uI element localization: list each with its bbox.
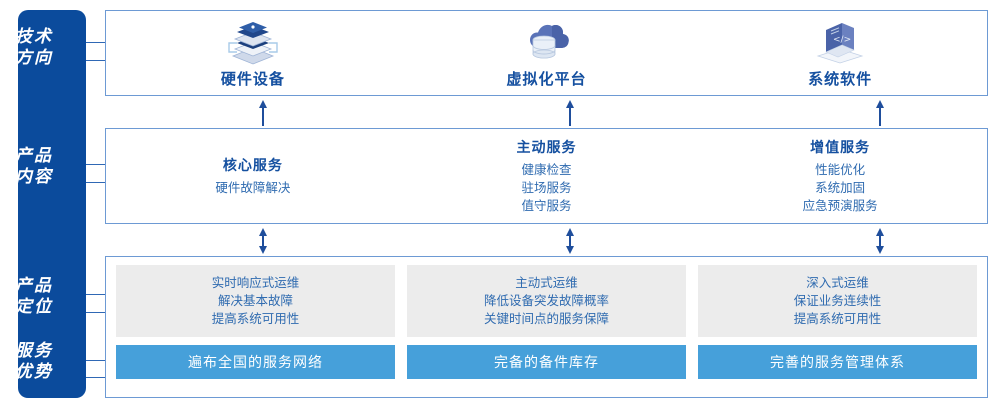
arrow-updown-core-service: [256, 228, 270, 254]
sidebar-label-line-2: 方向: [15, 48, 53, 67]
sidebar-label-line-2: 定位: [15, 297, 53, 316]
positioning-card-line: 主动式运维: [515, 276, 578, 290]
positioning-card-line: 解决基本故障: [217, 294, 293, 308]
sidebar-label-line-1: 服务: [15, 341, 53, 360]
tech-items-row: 硬件设备 虚拟化平台: [106, 11, 987, 95]
product-column-title: 主动服务: [516, 139, 577, 155]
positioning-advantage-panel: 实时响应式运维 解决基本故障 提高系统可用性 主动式运维 降低设备突发故障概率 …: [105, 256, 988, 398]
advantage-bar-management-system[interactable]: 完善的服务管理体系: [698, 345, 977, 379]
tech-item-system-software[interactable]: </> 系统软件: [693, 11, 987, 95]
tech-item-label: 硬件设备: [220, 70, 285, 88]
arrow-up-system-software: [873, 98, 887, 126]
product-column-item: 驻场服务: [521, 181, 572, 195]
product-column-item: 应急预演服务: [802, 199, 878, 213]
product-column-item: 性能优化: [815, 163, 866, 177]
positioning-card-proactive[interactable]: 主动式运维 降低设备突发故障概率 关键时间点的服务保障: [407, 265, 686, 337]
connector-line-advantage-upper: [86, 360, 106, 361]
positioning-card-line: 提高系统可用性: [793, 312, 882, 326]
tech-direction-panel: 硬件设备 虚拟化平台: [105, 10, 988, 96]
sidebar-label-product-position: 产品 定位: [0, 275, 68, 317]
product-column-title: 核心服务: [222, 157, 283, 173]
advantage-bar-spare-parts[interactable]: 完备的备件库存: [407, 345, 686, 379]
product-content-panel: 核心服务 硬件故障解决 主动服务 健康检查 驻场服务 值守服务 增值服务 性能优…: [105, 128, 988, 224]
connector-line-tech-lower: [86, 60, 106, 61]
sidebar-label-product-content: 产品 内容: [0, 145, 68, 187]
connector-line-product-upper: [86, 164, 106, 165]
arrow-up-virtualization: [563, 98, 577, 126]
arrow-updown-proactive-service: [563, 228, 577, 254]
sidebar-label-line-2: 内容: [15, 167, 53, 186]
product-column-item: 系统加固: [815, 181, 866, 195]
positioning-card-line: 实时响应式运维: [211, 276, 300, 290]
connector-line-product-lower: [86, 182, 106, 183]
server-stack-icon: [228, 21, 278, 64]
connector-line-position-upper: [86, 294, 106, 295]
product-column-core-service[interactable]: 核心服务 硬件故障解决: [106, 129, 400, 223]
product-columns-row: 核心服务 硬件故障解决 主动服务 健康检查 驻场服务 值守服务 增值服务 性能优…: [106, 129, 987, 223]
positioning-advantage-inner: 实时响应式运维 解决基本故障 提高系统可用性 主动式运维 降低设备突发故障概率 …: [106, 257, 987, 397]
tech-item-virtualization[interactable]: 虚拟化平台: [400, 11, 694, 95]
advantage-bars-row: 遍布全国的服务网络 完备的备件库存 完善的服务管理体系: [116, 345, 977, 379]
sidebar-label-line-1: 技术: [15, 27, 53, 46]
category-sidebar: [18, 10, 86, 398]
tech-item-label: 系统软件: [808, 70, 873, 88]
arrow-updown-value-added-service: [873, 228, 887, 254]
positioning-card-line: 深入式运维: [806, 276, 869, 290]
positioning-card-realtime[interactable]: 实时响应式运维 解决基本故障 提高系统可用性: [116, 265, 395, 337]
sidebar-label-tech-direction: 技术 方向: [0, 26, 68, 68]
connector-line-tech-upper: [86, 42, 106, 43]
product-column-item: 硬件故障解决: [215, 181, 291, 195]
tech-item-label: 虚拟化平台: [506, 70, 587, 88]
product-column-title: 增值服务: [810, 139, 871, 155]
connector-line-advantage-lower: [86, 377, 106, 378]
advantage-bar-service-network[interactable]: 遍布全国的服务网络: [116, 345, 395, 379]
positioning-card-line: 提高系统可用性: [211, 312, 300, 326]
sidebar-label-line-1: 产品: [15, 146, 53, 165]
tech-item-hardware[interactable]: 硬件设备: [106, 11, 400, 95]
product-column-value-added-service[interactable]: 增值服务 性能优化 系统加固 应急预演服务: [693, 129, 987, 223]
connector-line-position-lower: [86, 312, 106, 313]
positioning-card-indepth[interactable]: 深入式运维 保证业务连续性 提高系统可用性: [698, 265, 977, 337]
arrow-up-hardware: [256, 98, 270, 126]
sidebar-label-line-1: 产品: [15, 276, 53, 295]
cloud-database-icon: [529, 24, 569, 58]
positioning-cards-row: 实时响应式运维 解决基本故障 提高系统可用性 主动式运维 降低设备突发故障概率 …: [116, 265, 977, 337]
sidebar-label-service-advantage: 服务 优势: [0, 340, 68, 382]
software-book-icon: </>: [816, 22, 864, 63]
sidebar-label-line-2: 优势: [15, 362, 53, 381]
svg-text:</>: </>: [833, 35, 851, 45]
positioning-card-line: 降低设备突发故障概率: [483, 294, 609, 308]
product-column-item: 值守服务: [521, 199, 572, 213]
positioning-card-line: 保证业务连续性: [793, 294, 882, 308]
product-column-item: 健康检查: [521, 163, 572, 177]
positioning-card-line: 关键时间点的服务保障: [483, 312, 609, 326]
product-column-proactive-service[interactable]: 主动服务 健康检查 驻场服务 值守服务: [400, 129, 694, 223]
